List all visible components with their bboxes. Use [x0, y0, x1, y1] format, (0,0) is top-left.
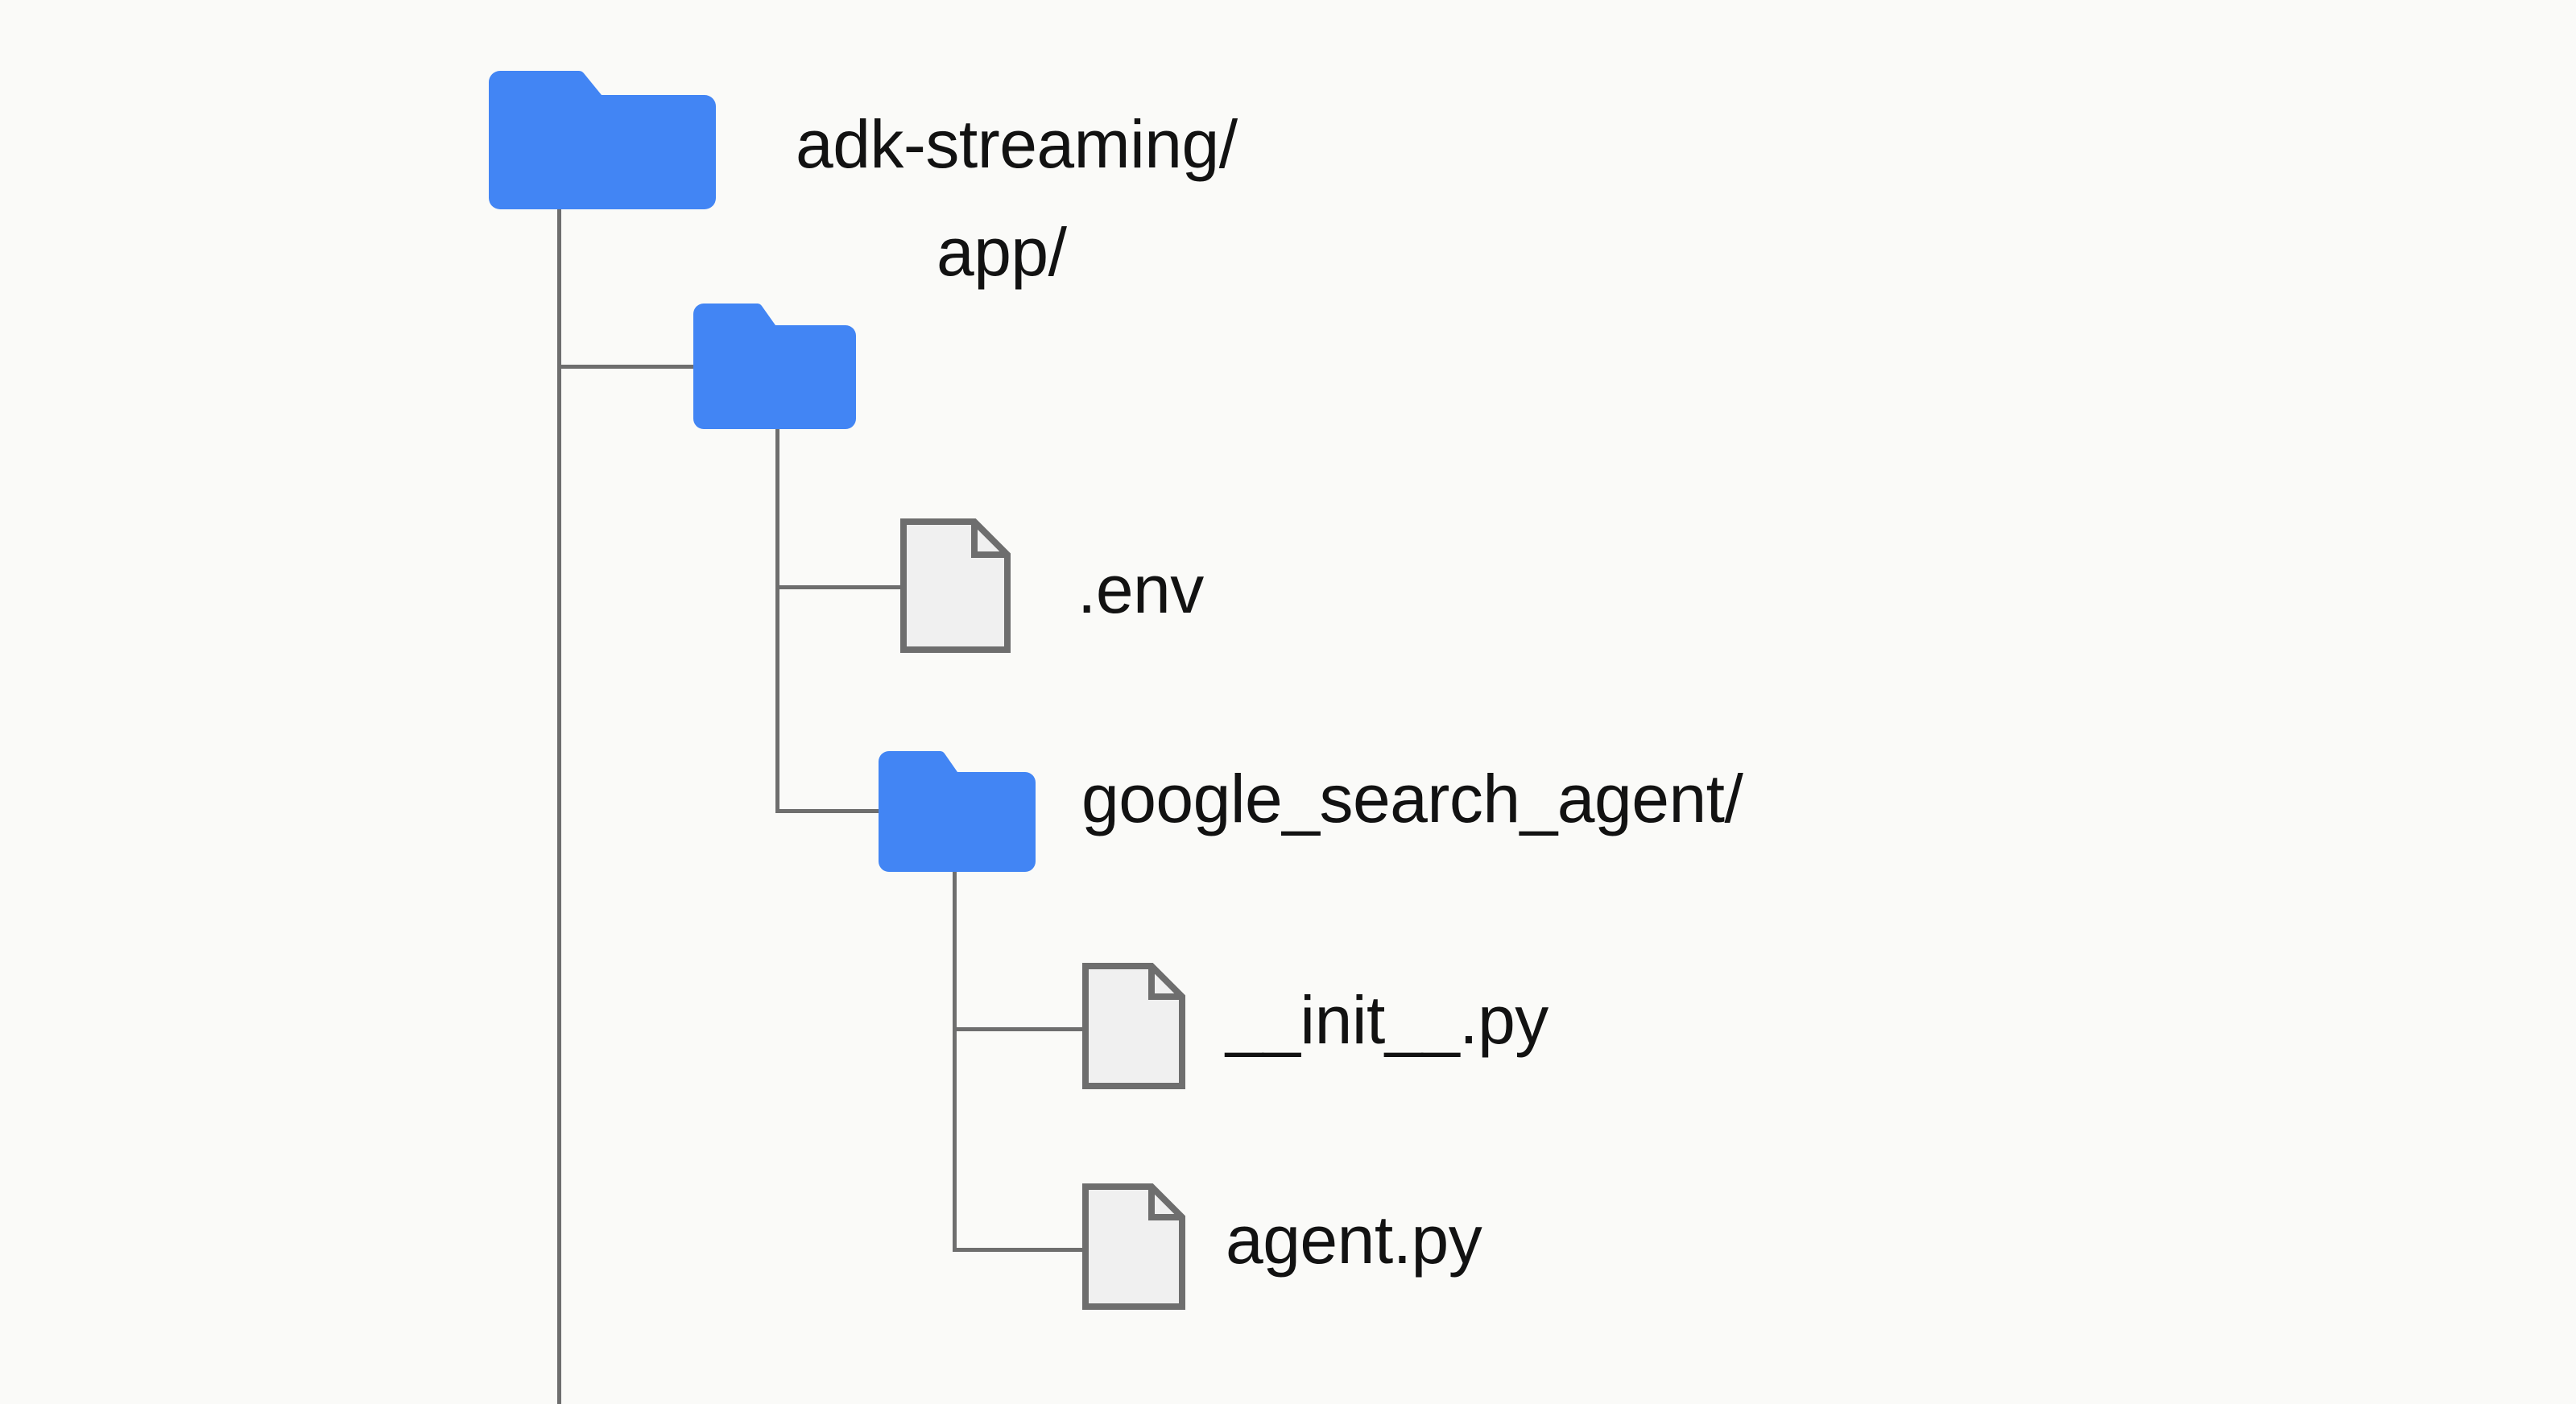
file-icon[interactable]: [1082, 963, 1185, 1089]
node-label-adk-streaming[interactable]: adk-streaming/: [796, 106, 1238, 182]
connector-gsa-trunk-lower: [953, 1027, 957, 1251]
node-label-agent-py[interactable]: agent.py: [1226, 1202, 1482, 1278]
connector-app-to-google-search-agent: [775, 809, 884, 813]
file-icon[interactable]: [900, 518, 1011, 653]
folder-icon[interactable]: [879, 751, 1036, 872]
connector-root-trunk: [557, 206, 561, 1404]
folder-icon[interactable]: [693, 304, 856, 429]
node-label-env[interactable]: .env: [1077, 551, 1204, 627]
connector-gsa-to-init-py: [953, 1027, 1087, 1031]
connector-app-trunk: [775, 427, 779, 589]
connector-root-to-app: [557, 365, 698, 369]
connector-gsa-trunk: [953, 869, 957, 1030]
connector-app-trunk-lower: [775, 585, 779, 812]
connector-gsa-to-agent-py: [953, 1248, 1087, 1252]
node-label-app[interactable]: app/: [937, 214, 1067, 290]
node-label-init-py[interactable]: __init__.py: [1226, 982, 1548, 1058]
connector-app-to-env: [775, 585, 904, 589]
node-label-google-search-agent[interactable]: google_search_agent/: [1081, 761, 1743, 836]
file-icon[interactable]: [1082, 1183, 1185, 1310]
folder-icon[interactable]: [489, 71, 716, 209]
